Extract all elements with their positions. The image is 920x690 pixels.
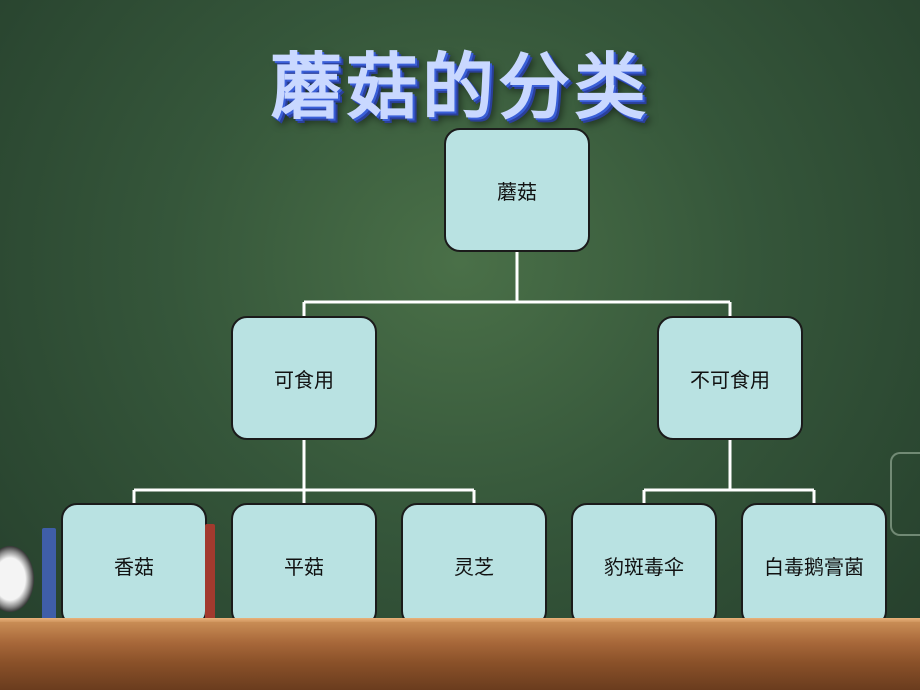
node-oyster: 平菇 bbox=[231, 503, 377, 627]
book-blue bbox=[42, 528, 56, 620]
node-edible: 可食用 bbox=[231, 316, 377, 440]
node-shiitake: 香菇 bbox=[61, 503, 207, 627]
slide-title: 蘑菇的分类 bbox=[269, 45, 650, 129]
node-root: 蘑菇 bbox=[444, 128, 590, 252]
chalk-doodle bbox=[890, 452, 920, 536]
node-inedible: 不可食用 bbox=[657, 316, 803, 440]
connector-root bbox=[302, 252, 732, 316]
connector-edible bbox=[132, 440, 476, 503]
wooden-shelf bbox=[0, 622, 920, 690]
connector-inedible bbox=[642, 440, 816, 503]
book-red bbox=[205, 524, 215, 620]
node-destroying-angel: 白毒鹅膏菌 bbox=[741, 503, 887, 627]
node-panther-cap: 豹斑毒伞 bbox=[571, 503, 717, 627]
node-lingzhi: 灵芝 bbox=[401, 503, 547, 627]
